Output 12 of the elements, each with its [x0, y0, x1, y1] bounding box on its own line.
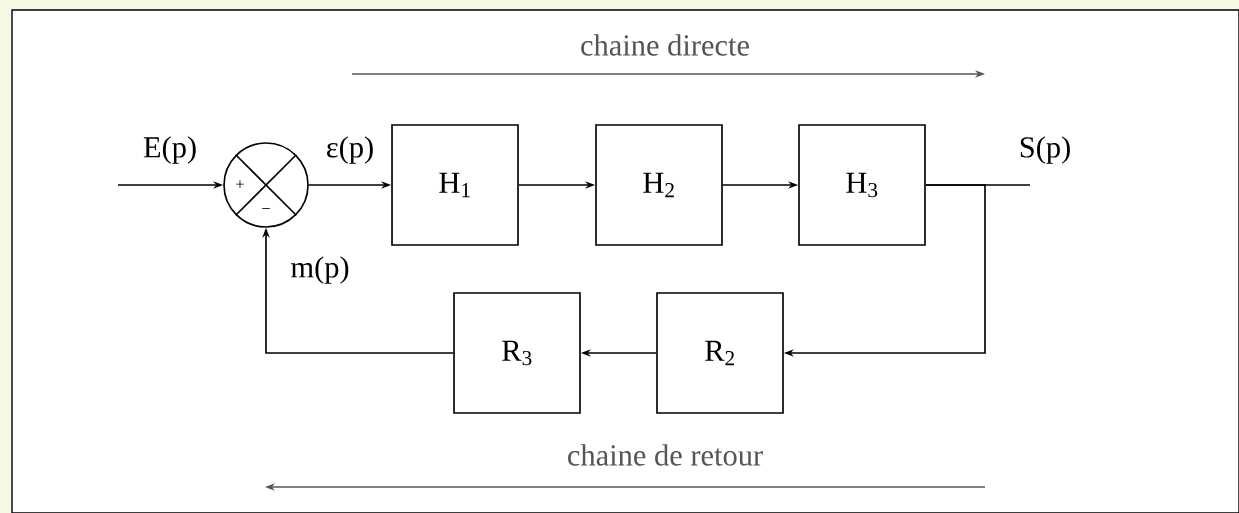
transfer-box: H$_{1}$: [391, 124, 519, 246]
transfer-box: R$_{2}$: [656, 292, 784, 414]
edge-label: ε(p): [327, 136, 373, 164]
edge-label: S(p): [1020, 136, 1070, 164]
chain-label: chaine de retour: [568, 444, 763, 466]
transfer-box: H$_{2}$: [595, 124, 723, 246]
edge-label: E(p): [143, 136, 196, 164]
transfer-box: H$_{3}$: [798, 124, 926, 246]
edge-label: m(p): [291, 256, 349, 284]
chain-label: chaine directe: [581, 34, 749, 56]
summing-junction: + −: [223, 142, 309, 228]
transfer-box: R$_{3}$: [453, 292, 581, 414]
